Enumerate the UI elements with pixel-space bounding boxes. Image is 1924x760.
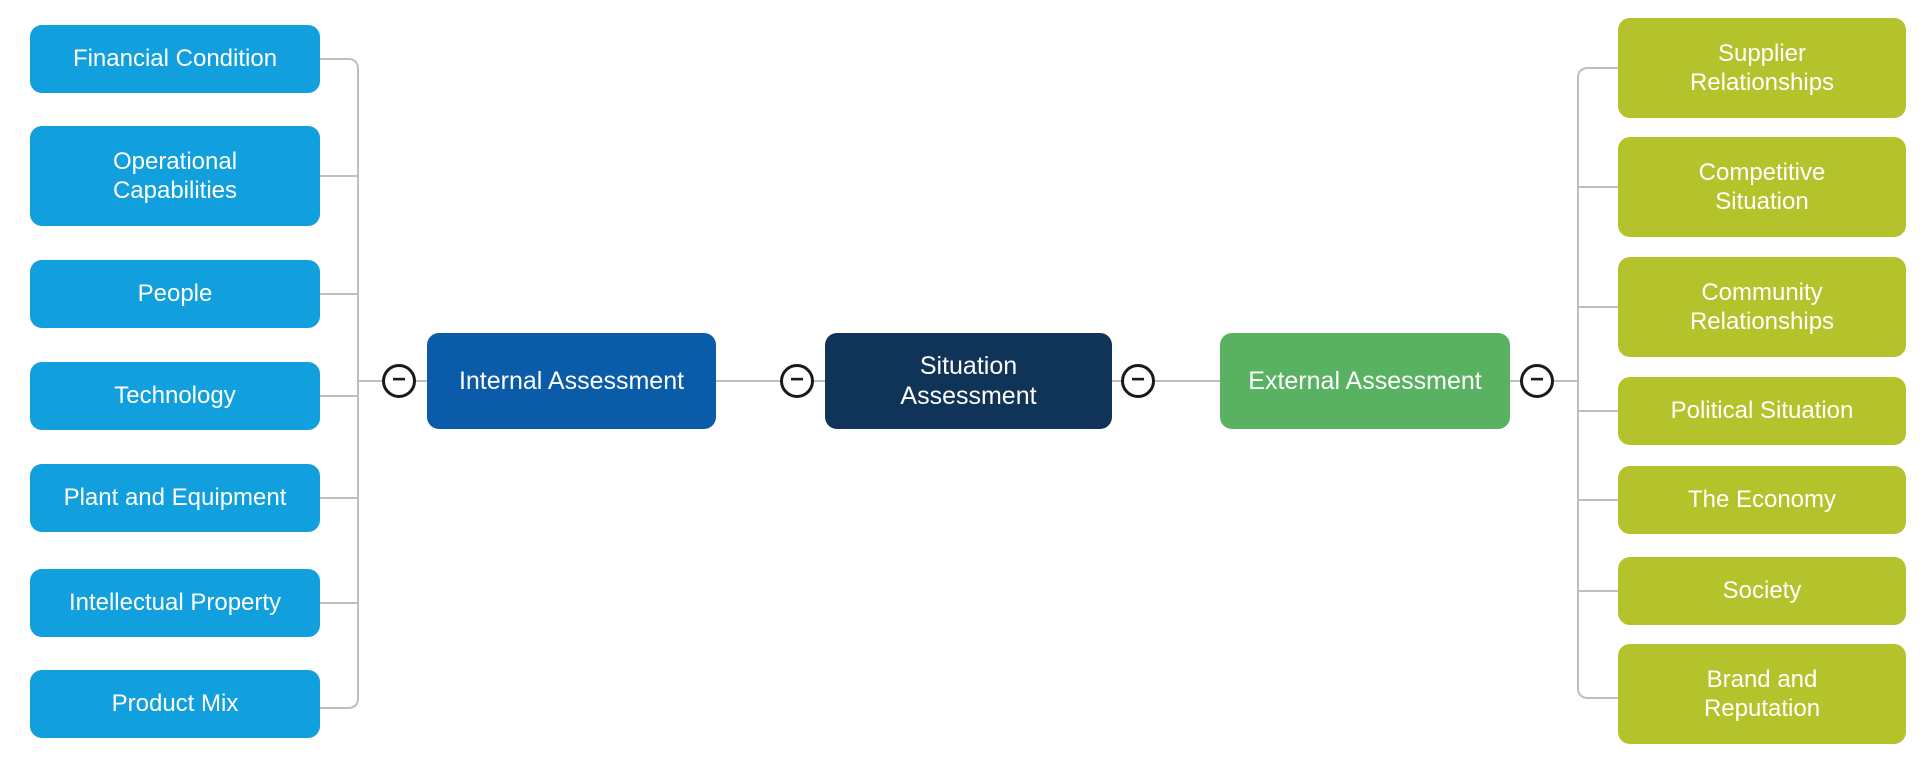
node-label: Society	[1722, 577, 1802, 605]
connector-branch-political-situation	[1577, 410, 1618, 412]
node-label: Internal Assessment	[458, 366, 685, 395]
connector-branch-plant-and-equipment	[320, 497, 357, 499]
node-product-mix[interactable]: Product Mix	[30, 670, 320, 738]
connector-situation-to-external	[1112, 380, 1220, 382]
node-label: Financial Condition	[72, 45, 278, 73]
collapse-button-external[interactable]: −	[1520, 364, 1554, 398]
node-competitive-situation[interactable]: Competitive Situation	[1618, 137, 1906, 237]
collapse-button-situation-left[interactable]: −	[780, 364, 814, 398]
node-community-relationships[interactable]: Community Relationships	[1618, 257, 1906, 357]
node-label: Technology	[114, 382, 236, 410]
minus-icon: −	[789, 365, 804, 393]
node-label: Brand and Reputation	[1703, 665, 1821, 722]
connector-branch-technology	[320, 395, 357, 397]
collapse-button-situation-right[interactable]: −	[1121, 364, 1155, 398]
node-label: The Economy	[1687, 486, 1837, 514]
connector-branch-community-relationships	[1577, 306, 1618, 308]
node-brand-and-reputation[interactable]: Brand and Reputation	[1618, 644, 1906, 744]
minus-icon: −	[391, 365, 406, 393]
connector-internal-to-situation	[716, 380, 825, 382]
node-political-situation[interactable]: Political Situation	[1618, 377, 1906, 445]
node-label: Operational Capabilities	[112, 147, 238, 204]
node-label: Product Mix	[111, 690, 239, 718]
node-external-assessment[interactable]: External Assessment	[1220, 333, 1510, 429]
node-label: Supplier Relationships	[1689, 39, 1835, 96]
node-technology[interactable]: Technology	[30, 362, 320, 430]
node-society[interactable]: Society	[1618, 557, 1906, 625]
node-plant-and-equipment[interactable]: Plant and Equipment	[30, 464, 320, 532]
node-label: Intellectual Property	[68, 589, 282, 617]
connector-trunk-external	[1577, 67, 1620, 699]
node-the-economy[interactable]: The Economy	[1618, 466, 1906, 534]
node-label: Situation Assessment	[900, 351, 1037, 411]
node-label: Competitive Situation	[1698, 158, 1826, 215]
connector-branch-operational-capabilities	[320, 175, 357, 177]
node-people[interactable]: People	[30, 260, 320, 328]
node-supplier-relationships[interactable]: Supplier Relationships	[1618, 18, 1906, 118]
node-label: Plant and Equipment	[63, 484, 287, 512]
node-situation-assessment[interactable]: Situation Assessment	[825, 333, 1112, 429]
connector-trunk-internal	[320, 58, 359, 709]
connector-branch-intellectual-property	[320, 602, 357, 604]
node-label: Community Relationships	[1689, 278, 1835, 335]
minus-icon: −	[1529, 365, 1544, 393]
connector-branch-the-economy	[1577, 499, 1618, 501]
connector-branch-society	[1577, 590, 1618, 592]
node-label: People	[137, 280, 213, 308]
connector-branch-competitive-situation	[1577, 186, 1618, 188]
node-intellectual-property[interactable]: Intellectual Property	[30, 569, 320, 637]
node-operational-capabilities[interactable]: Operational Capabilities	[30, 126, 320, 226]
node-financial-condition[interactable]: Financial Condition	[30, 25, 320, 93]
minus-icon: −	[1130, 365, 1145, 393]
node-internal-assessment[interactable]: Internal Assessment	[427, 333, 716, 429]
node-label: External Assessment	[1248, 366, 1482, 395]
collapse-button-internal[interactable]: −	[382, 364, 416, 398]
connector-branch-people	[320, 293, 357, 295]
node-label: Political Situation	[1670, 397, 1854, 425]
